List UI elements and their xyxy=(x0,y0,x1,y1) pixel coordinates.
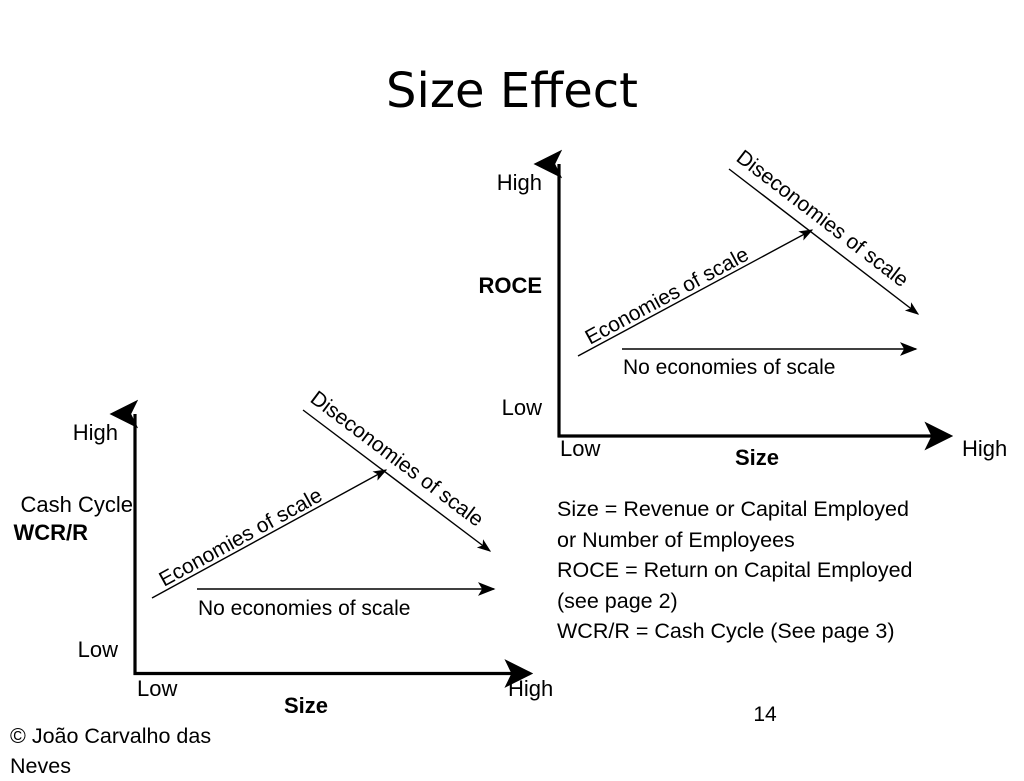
wcr-y-axis-title-line1: Cash Cycle xyxy=(21,492,133,517)
wcr-no-economies-label: No economies of scale xyxy=(198,597,410,620)
page-number: 14 xyxy=(753,703,777,726)
definition-line: Size = Revenue or Capital Employed xyxy=(557,497,909,521)
definition-line: or Number of Employees xyxy=(557,527,795,552)
wcr-y-axis-title-line2: WCR/R xyxy=(13,520,88,545)
roce-y-axis-title: ROCE xyxy=(478,273,542,298)
definition-line: WCR/R = Cash Cycle (See page 3) xyxy=(557,619,895,643)
definition-line: (see page 2) xyxy=(557,588,678,613)
roce-x-low-label: Low xyxy=(560,436,600,461)
roce-y-low-label: Low xyxy=(502,395,542,420)
roce-x-axis-title: Size xyxy=(735,445,779,470)
copyright-line-2: Neves xyxy=(10,754,71,778)
wcr-y-high-label: High xyxy=(73,420,118,445)
roce-economies-arrow xyxy=(577,229,814,357)
wcr-x-low-label: Low xyxy=(137,676,177,701)
roce-diseconomies-arrow xyxy=(728,168,920,315)
page-title: Size Effect xyxy=(386,63,638,119)
wcr-economies-label: Economies of scale xyxy=(155,484,326,592)
wcr-x-axis-title: Size xyxy=(284,693,328,718)
roce-no-economies-label: No economies of scale xyxy=(623,356,835,379)
wcr-diseconomies-label: Diseconomies of scale xyxy=(306,387,488,532)
roce-x-high-label: High xyxy=(962,436,1007,461)
definition-line: ROCE = Return on Capital Employed xyxy=(557,558,913,582)
wcr-y-low-label: Low xyxy=(78,637,118,662)
wcr-diseconomies-arrow xyxy=(302,409,492,552)
copyright-line-1: © João Carvalho das xyxy=(10,724,212,748)
definitions-block: Size = Revenue or Capital Employed or Nu… xyxy=(557,494,997,647)
roce-y-high-label: High xyxy=(497,170,542,195)
wcr-x-high-label: High xyxy=(508,676,553,701)
wcr-economies-arrow xyxy=(151,469,388,599)
copyright-notice: © João Carvalho das Neves xyxy=(10,721,340,781)
